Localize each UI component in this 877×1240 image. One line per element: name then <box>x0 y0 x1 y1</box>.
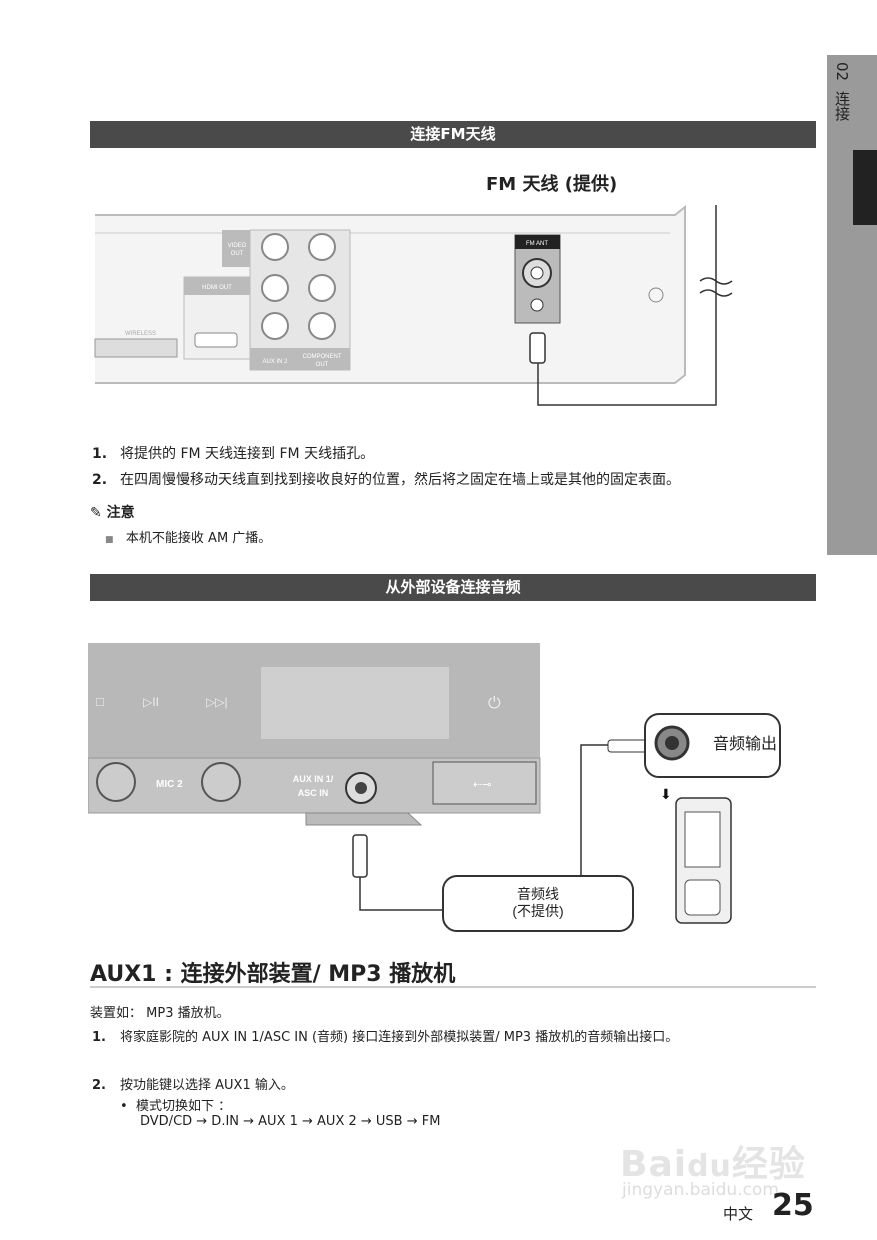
aux-step-2: 2.按功能键以选择 AUX1 输入。 <box>92 1078 294 1093</box>
fm-step-2: 2.在四周慢慢移动天线直到找到接收良好的位置，然后将之固定在墙上或是其他的固定表… <box>92 472 680 488</box>
svg-text:⏻: ⏻ <box>488 695 501 712</box>
note-heading: ✎ 注意 <box>90 505 135 521</box>
usb-icon: ⇠⊸ <box>473 779 491 791</box>
note-item: ■ 本机不能接收 AM 广播。 <box>105 531 272 546</box>
component-out-label: COMPONENT <box>303 354 342 360</box>
hdmi-out-label: HDMI OUT <box>202 285 232 291</box>
antenna-plug <box>529 332 546 364</box>
svg-text:ASC IN: ASC IN <box>298 788 329 798</box>
cable-label-2: (不提供) <box>512 903 563 919</box>
audio-out-label: 音频输出 <box>713 735 777 753</box>
svg-text:OUT: OUT <box>231 251 244 257</box>
aux-connection-diagram: □ ▷II ▷▷| ⏻ MIC 2 AUX IN 1/ ASC IN ⇠⊸ 音频… <box>88 643 781 932</box>
section-title-fm: 连接FM天线 <box>90 121 816 148</box>
wireless-label: WIRELESS <box>125 331 156 337</box>
heading-divider <box>90 986 816 988</box>
chapter-tab-marker <box>853 150 877 225</box>
footer-language: 中文 <box>723 1205 754 1223</box>
watermark-url: jingyan.baidu.com <box>622 1180 779 1200</box>
fm-antenna-diagram: VIDEO OUT AUX IN 2 COMPONENT OUT HDMI OU… <box>94 205 733 406</box>
baidu-watermark: Baidu经验 <box>620 1144 806 1185</box>
svg-text:⬇: ⬇ <box>660 786 672 802</box>
svg-text:□: □ <box>96 694 104 709</box>
pencil-icon: ✎ <box>90 505 102 521</box>
chapter-number: 02 <box>833 62 851 82</box>
mode-sequence: DVD/CD → D.IN → AUX 1 → AUX 2 → USB → FM <box>140 1114 441 1129</box>
page-number: 25 <box>772 1188 814 1223</box>
fm-step-1: 1.将提供的 FM 天线连接到 FM 天线插孔。 <box>92 446 375 462</box>
svg-text:▷▷|: ▷▷| <box>206 695 228 709</box>
svg-text:OUT: OUT <box>316 362 329 368</box>
section-title-audio: 从外部设备连接音频 <box>90 574 816 601</box>
fm-ant-label: FM ANT <box>526 241 548 247</box>
mode-bullet: • 模式切换如下 ： <box>120 1099 232 1114</box>
mic2-label: MIC 2 <box>156 779 183 790</box>
video-out-label: VIDEO <box>228 243 247 249</box>
antenna-wire <box>537 205 717 406</box>
cable-label-1: 音频线 <box>517 886 559 902</box>
aux1-heading: AUX1 : 连接外部装置/ MP3 播放机 <box>90 962 456 987</box>
cable-callout <box>442 875 634 932</box>
chapter-title: 连接 <box>833 90 851 121</box>
svg-text:▷II: ▷II <box>143 695 159 709</box>
aux-step-1: 1.将家庭影院的 AUX IN 1/ASC IN (音频) 接口连接到外部模拟装… <box>92 1030 679 1045</box>
fm-antenna-label: FM 天线 (提供) <box>486 174 618 195</box>
chapter-tab <box>827 55 877 555</box>
chapter-tab-label: 02 连接 <box>827 62 853 121</box>
aux-in-label: AUX IN 1/ <box>293 774 334 784</box>
device-line: 装置如： MP3 播放机。 <box>90 1006 230 1021</box>
aux-in2-label: AUX IN 2 <box>262 359 288 365</box>
